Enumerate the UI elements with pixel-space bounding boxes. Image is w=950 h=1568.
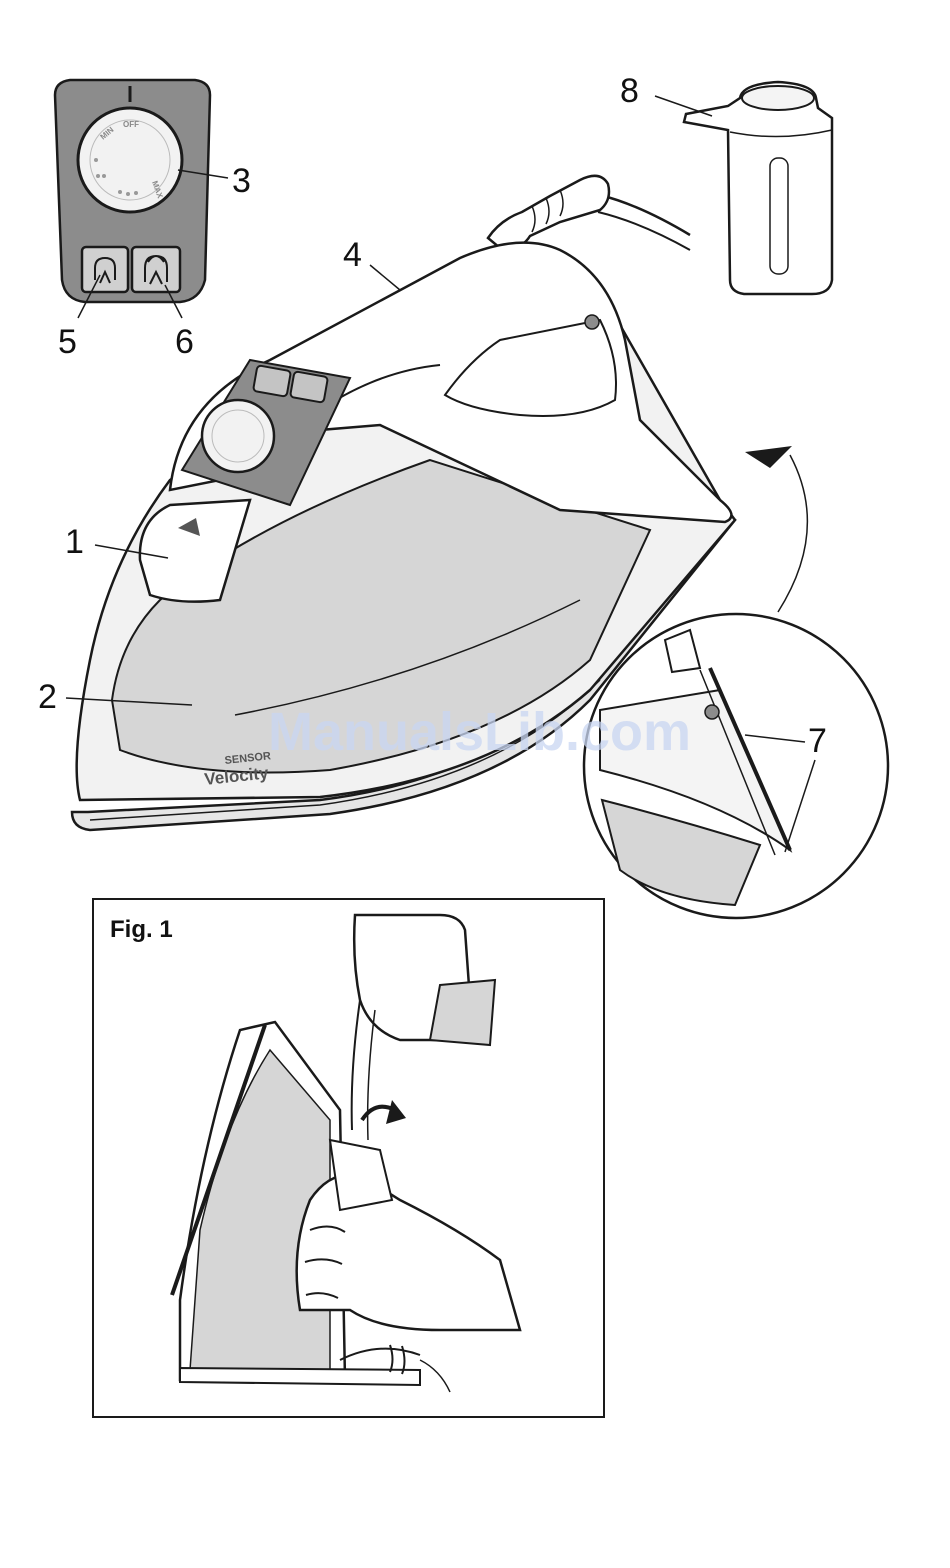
shot-of-steam-button [132,247,180,292]
watermark: ManualsLib.com [268,702,691,762]
indicator-light [585,315,599,329]
callout-8: 8 [620,72,639,110]
spray-button [82,247,128,292]
callout-4: 4 [343,236,362,274]
callout-7: 7 [808,722,827,760]
callout-6: 6 [175,323,194,361]
dial-off-label: OFF [123,120,139,129]
callout-1: 1 [65,523,84,561]
detail-circle [584,614,888,918]
callout-3: 3 [232,162,251,200]
control-panel-inset: MIN OFF MAX [55,80,228,318]
callout-2: 2 [38,678,57,716]
measuring-cup [655,82,832,294]
figure-1-title: Fig. 1 [110,916,173,943]
callout-5: 5 [58,323,77,361]
figure-1: Fig. 1 [93,899,604,1417]
